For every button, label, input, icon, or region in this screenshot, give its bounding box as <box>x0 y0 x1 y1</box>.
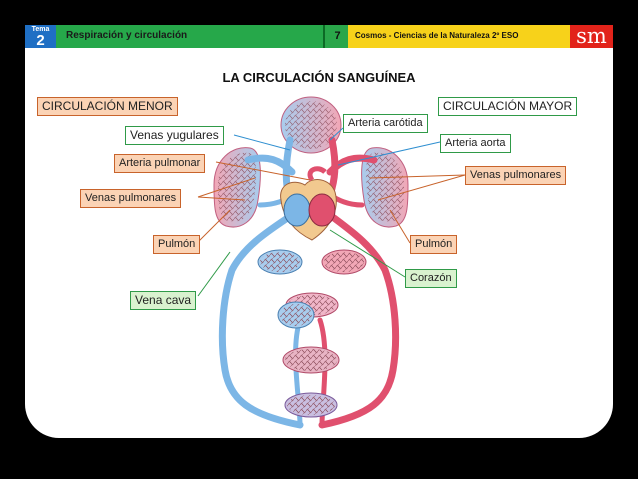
label-circulacion-mayor: CIRCULACIÓN MAYOR <box>438 97 578 116</box>
page-number-box: 7 <box>323 25 350 48</box>
page-number: 7 <box>334 30 341 42</box>
label-pulmon-right: Pulmón <box>410 235 458 254</box>
right-lung <box>361 147 409 228</box>
label-vena-cava: Vena cava <box>130 291 197 310</box>
label-venas-yugulares: Venas yugulares <box>125 126 224 145</box>
left-lung <box>213 147 261 228</box>
label-arteria-pulmonar: Arteria pulmonar <box>114 154 206 173</box>
label-pulmon-left: Pulmón <box>153 235 201 254</box>
logo-text: sm <box>576 24 607 48</box>
chapter-bar: Respiración y circulación <box>56 25 323 48</box>
body-capillaries <box>257 249 367 418</box>
book-title: Cosmos - Ciencias de la Naturaleza 2º ES… <box>355 31 519 40</box>
book-bar: Cosmos - Ciencias de la Naturaleza 2º ES… <box>348 25 570 48</box>
head-capillary <box>280 96 342 154</box>
header-bar: Tema 2 Respiración y circulación 7 Cosmo… <box>25 25 613 48</box>
label-arteria-carotida: Arteria carótida <box>343 114 428 133</box>
label-venas-pulmonares-right: Venas pulmonares <box>465 166 567 185</box>
tema-label: Tema <box>31 26 50 33</box>
tema-badge: Tema 2 <box>25 25 56 48</box>
label-venas-pulmonares-left: Venas pulmonares <box>80 189 182 208</box>
chapter-title: Respiración y circulación <box>66 30 188 41</box>
tema-number: 2 <box>36 32 45 49</box>
page-title: LA CIRCULACIÓN SANGUÍNEA <box>222 70 416 85</box>
label-arteria-aorta: Arteria aorta <box>440 134 511 153</box>
label-corazon: Corazón <box>405 269 457 288</box>
publisher-logo: sm <box>570 25 613 48</box>
heart <box>280 166 337 241</box>
leader-lines <box>197 127 466 297</box>
label-circulacion-menor: CIRCULACIÓN MENOR <box>37 97 178 116</box>
